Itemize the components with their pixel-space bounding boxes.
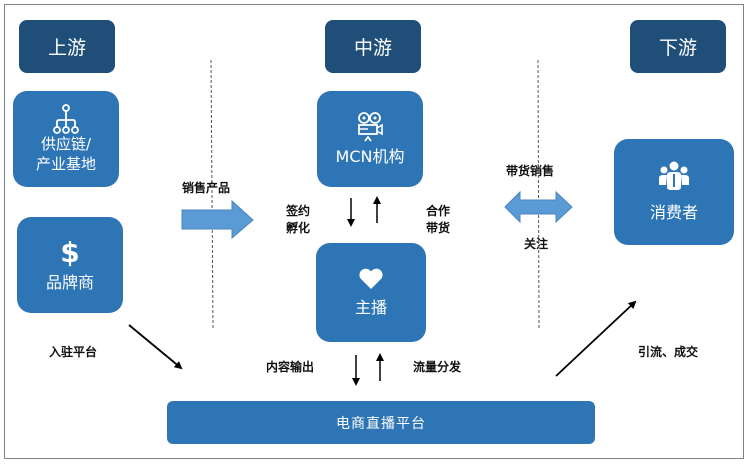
platform-label: 电商直播平台	[336, 415, 426, 432]
midstream-header: 中游	[325, 20, 421, 73]
live-ecommerce-platform-bar: 电商直播平台	[167, 401, 595, 444]
upstream-header: 上游	[19, 20, 115, 73]
users-icon	[658, 161, 690, 191]
traffic-distribution-label: 流量分发	[413, 360, 462, 374]
content-output-label: 内容输出	[266, 360, 315, 374]
anchor-label: 主播	[354, 297, 387, 317]
mcn-node: MCN机构	[317, 91, 423, 187]
heart-icon	[358, 268, 384, 290]
consumer-node: 消费者	[614, 139, 734, 245]
brand-label: 品牌商	[45, 273, 94, 292]
upstream-label: 上游	[47, 37, 86, 59]
sales-follow-double-arrow	[504, 190, 573, 224]
consumer-label: 消费者	[649, 203, 698, 222]
supply-chain-label-line2: 产业基地	[35, 155, 96, 173]
join-platform-arrow	[128, 324, 183, 370]
join-platform-label: 入驻平台	[49, 345, 98, 359]
midstream-label: 中游	[353, 37, 392, 59]
supply-chain-node: 供应链/ 产业基地	[13, 91, 119, 187]
downstream-label: 下游	[658, 37, 697, 59]
supply-chain-label-line1: 供应链/	[40, 135, 92, 153]
follow-label: 关注	[524, 237, 549, 251]
sign-label-line2: 孵化	[286, 221, 311, 235]
dollar-icon: $	[60, 236, 80, 269]
sell-products-block-arrow	[181, 199, 254, 240]
mcn-label: MCN机构	[335, 147, 405, 166]
sign-label-line1: 签约	[286, 204, 311, 218]
traffic-deal-label: 引流、成交	[638, 345, 699, 359]
sales-label: 带货销售	[506, 164, 555, 178]
movie-camera-icon	[355, 111, 385, 143]
brand-node: $ 品牌商	[17, 217, 123, 313]
hierarchy-icon	[53, 104, 79, 134]
divider-midstream-downstream	[537, 59, 540, 329]
sell-products-label: 销售产品	[182, 181, 231, 195]
coop-label-line2: 带货	[426, 221, 451, 235]
traffic-deal-arrow	[555, 300, 637, 377]
downstream-header: 下游	[630, 20, 726, 73]
coop-label-line1: 合作	[426, 204, 451, 218]
anchor-node: 主播	[316, 243, 426, 342]
